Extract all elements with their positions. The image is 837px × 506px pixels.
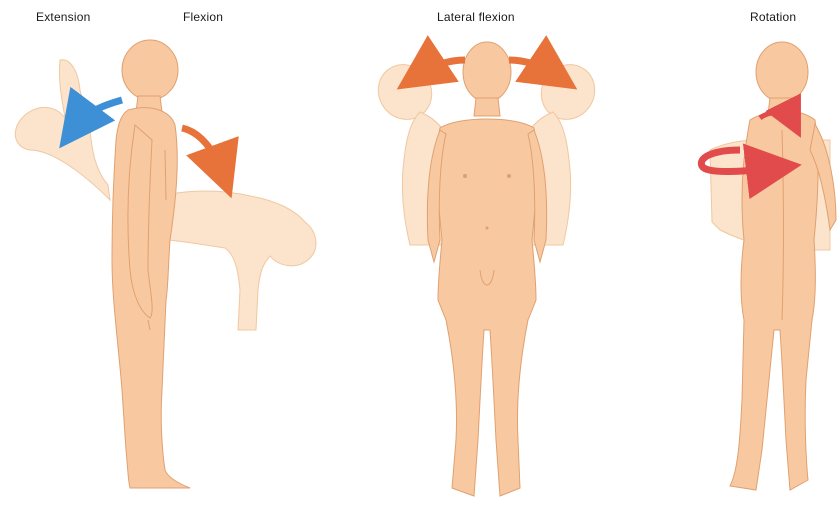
panel-extension-flexion — [15, 40, 316, 488]
flexion-arrow-icon — [182, 128, 222, 172]
standing-figure-rotation — [730, 42, 836, 490]
lateral-right-arrow-icon — [509, 60, 554, 74]
ghost-flexion-figure — [150, 191, 316, 330]
lateral-left-arrow-icon — [420, 60, 465, 74]
panel-lateral-flexion — [368, 42, 606, 496]
standing-figure-front — [427, 42, 546, 496]
standing-figure-side — [112, 40, 190, 488]
panel-rotation — [701, 42, 836, 490]
ghost-extension-figure — [15, 60, 110, 200]
